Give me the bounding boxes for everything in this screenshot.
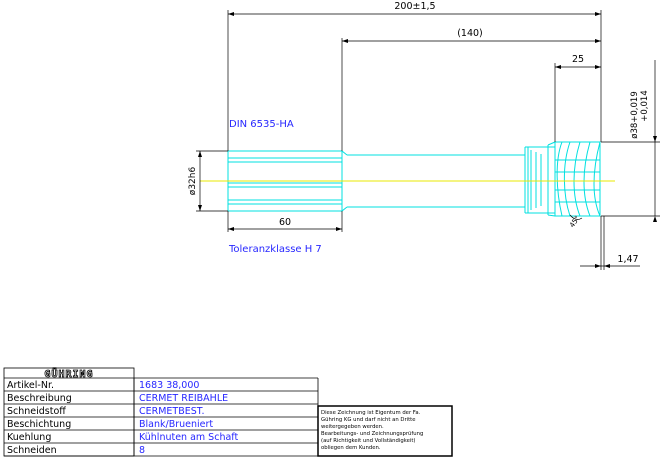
value-beschichtung: Blank/Brueniert [139,419,213,430]
dim-shank-diameter: ø32h6 [188,167,198,196]
cutting-head [554,141,601,217]
label-beschreibung: Beschreibung [7,393,72,404]
tolerance-note: Toleranzklasse H 7 [228,244,322,255]
label-kuehlung: Kuehlung [7,432,51,443]
notice-line: weitergegeben werden. [321,424,384,430]
value-artikel: 1683 38,000 [139,380,199,391]
value-schneiden: 8 [139,445,145,456]
notice-line: obliegen dem Kunden. [321,445,381,451]
dim-angle: 45° [568,214,582,229]
dim-shank-length: 60 [279,217,291,228]
label-beschichtung: Beschichtung [7,419,71,430]
value-schneidstoff: CERMETBEST. [139,406,204,417]
notice-line: (auf Richtigkeit und Vollständigkeit) [321,438,415,444]
dim-head-diameter: ø38+0,019 [630,91,640,138]
notice-line: Gühring KG und darf nicht an Dritte [321,417,416,423]
dim-reference-length: (140) [457,28,483,39]
dim-head-length: 25 [572,54,584,65]
dimension-arrows [198,12,657,268]
label-artikel: Artikel-Nr. [7,380,54,391]
notice-line: Bearbeitungs- und Zeichnungsprüfung [321,431,423,437]
dim-chamfer: 1,47 [617,254,638,265]
dim-overall-length: 200±1,5 [394,1,435,12]
notice-box [317,405,453,457]
value-kuehlung: Kühlnuten am Schaft [139,432,238,443]
value-beschreibung: CERMET REIBAHLE [139,393,228,404]
guehring-logo: GÜHRING [44,366,93,380]
standard-note: DIN 6535-HA [229,119,294,130]
dim-head-diameter-tolerance: +0,014 [640,90,650,121]
reamer-outline [227,141,601,217]
dimension-lines [196,10,660,270]
label-schneidstoff: Schneidstoff [7,406,66,417]
notice-line: Diese Zeichnung ist Eigentum der Fa. [321,410,421,416]
label-schneiden: Schneiden [7,445,57,456]
